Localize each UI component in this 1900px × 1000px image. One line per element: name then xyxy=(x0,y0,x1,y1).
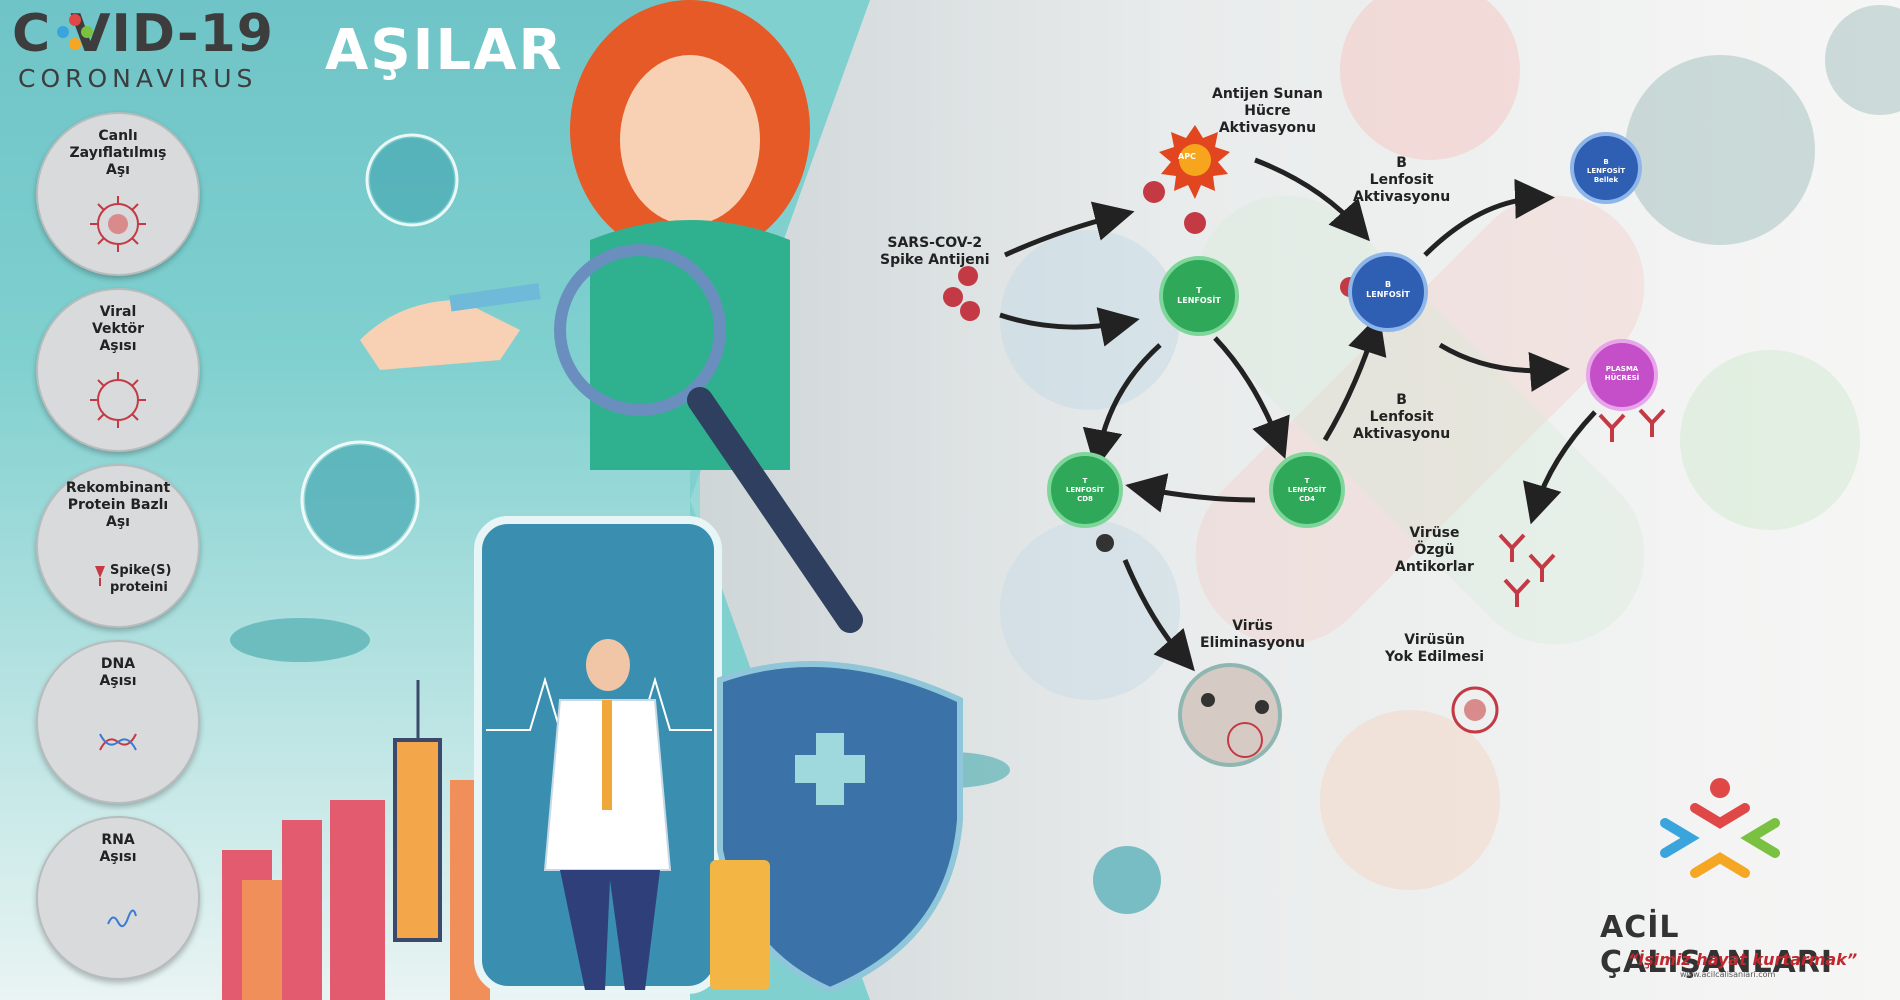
apc-label: APC xyxy=(1178,152,1196,161)
t-cd8-label: T LENFOSİT CD8 xyxy=(1065,477,1105,503)
coronavirus-heading: CORONAVIRUS xyxy=(18,64,258,93)
plasma-label: PLASMA HÜCRESİ xyxy=(1604,365,1640,382)
viral-vector-icon xyxy=(90,372,146,428)
vaccine-viral-vector: Viral Vektör Aşısı xyxy=(36,288,200,452)
vaccine-label: Canlı Zayıflatılmış Aşı xyxy=(69,128,167,178)
apc-activation-label: Antijen Sunan Hücre Aktivasyonu xyxy=(1212,86,1323,136)
vaccine-rna: RNA Aşısı xyxy=(36,816,200,980)
rna-icon xyxy=(107,909,137,928)
vaccine-label: Rekombinant Protein Bazlı Aşı xyxy=(65,480,171,530)
b-cell-label: B LENFOSİT xyxy=(1366,280,1410,299)
virus-icon xyxy=(90,196,146,252)
vaccine-dna: DNA Aşısı xyxy=(36,640,200,804)
covid-heading: C VID-19 xyxy=(12,4,274,64)
t-cd4-label: T LENFOSİT CD4 xyxy=(1287,477,1327,503)
logo-mark-icon xyxy=(57,14,93,50)
acil-calisanlari-logo-icon xyxy=(1660,778,1780,878)
elimination-label: Virüs Eliminasyonu xyxy=(1200,618,1305,651)
logo-slogan: “İşimiz hayat kurtarmak” xyxy=(1628,950,1858,969)
vaccine-label: Viral Vektör Aşısı xyxy=(91,304,145,354)
asilar-title: AŞILAR xyxy=(325,18,564,83)
b-memory-label: B LENFOSİT Bellek xyxy=(1586,158,1626,184)
vaccine-recombinant-protein: Rekombinant Protein Bazlı Aşı Spike(S) p… xyxy=(36,464,200,628)
t-cell-label: T LENFOSİT xyxy=(1177,286,1221,305)
b-activation-mid-label: B Lenfosit Aktivasyonu xyxy=(1353,392,1451,442)
b-activation-top-label: B Lenfosit Aktivasyonu xyxy=(1353,155,1451,205)
covid-title: C VID-19 CORONAVIRUS xyxy=(12,4,274,93)
vaccine-live-attenuated: Canlı Zayıflatılmış Aşı xyxy=(36,112,200,276)
antigen-label: SARS-COV-2 Spike Antijeni xyxy=(880,235,990,268)
logo-name: ACİL ÇALIŞANLARI xyxy=(1600,910,1834,980)
logo-url: www.acilcalisanlari.com xyxy=(1680,970,1776,979)
vaccine-label: DNA Aşısı xyxy=(99,656,137,689)
spike-protein-icon xyxy=(95,566,105,586)
destroyed-label: Virüsün Yok Edilmesi xyxy=(1385,632,1485,665)
antibodies-label: Virüse Özgü Antikorlar xyxy=(1395,525,1474,575)
vaccine-label: RNA Aşısı xyxy=(99,832,137,865)
dna-icon xyxy=(99,733,137,751)
spike-protein-label: Spike(S) proteini xyxy=(110,563,172,595)
